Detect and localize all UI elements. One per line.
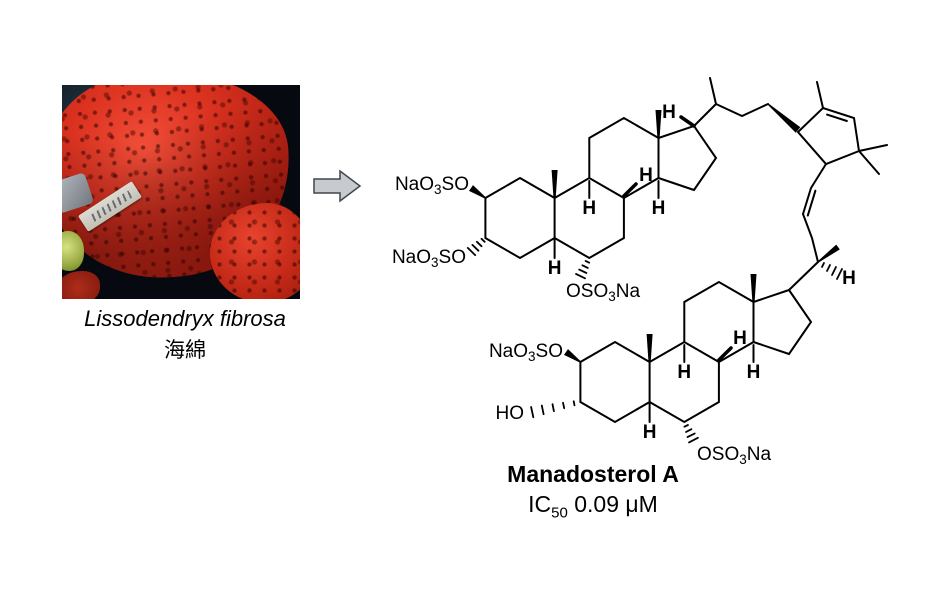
bridge-chain-bonds bbox=[693, 77, 888, 291]
h-label: H bbox=[652, 198, 666, 219]
sponge-pores bbox=[210, 203, 300, 299]
ic50-subscript: 50 bbox=[551, 504, 568, 522]
h-label: H bbox=[548, 258, 562, 279]
sulfate-label-lower-c2: NaO3SO bbox=[489, 341, 563, 364]
hydroxyl-label-lower-c3: HO bbox=[496, 403, 525, 424]
h-stub-bonds bbox=[553, 115, 755, 423]
wedge-bonds bbox=[469, 103, 840, 363]
species-name: Lissodendryx fibrosa bbox=[84, 306, 286, 331]
h-label: H bbox=[733, 328, 747, 349]
h-label: H bbox=[842, 268, 856, 289]
sulfate-label-upper-c6: OSO3Na bbox=[566, 281, 640, 304]
upper-steroid-rings bbox=[484, 116, 718, 260]
sponge-lobe bbox=[210, 203, 300, 299]
sponge-photo bbox=[62, 85, 300, 299]
h-label: H bbox=[639, 165, 653, 186]
algae-blob bbox=[62, 231, 84, 271]
ic50-value: 0.09 μM bbox=[567, 491, 658, 517]
h-label: H bbox=[747, 362, 761, 383]
ic50-activity: IC50 0.09 μM bbox=[443, 491, 743, 522]
arrow-icon bbox=[313, 169, 362, 203]
compound-name: Manadosterol A bbox=[507, 461, 679, 487]
ic50-prefix: IC bbox=[528, 491, 552, 517]
h-label: H bbox=[677, 362, 691, 383]
sulfate-label-lower-c6: OSO3Na bbox=[697, 444, 771, 467]
h-label: H bbox=[662, 102, 676, 123]
hashed-bonds bbox=[466, 237, 843, 444]
sulfate-label-upper-c3: NaO3SO bbox=[392, 247, 466, 270]
sulfate-label-upper-c2: NaO3SO bbox=[395, 174, 469, 197]
lower-steroid-rings bbox=[579, 280, 813, 424]
organism-type-jp: 海綿 bbox=[164, 339, 206, 362]
h-label: H bbox=[582, 198, 596, 219]
h-label: H bbox=[643, 422, 657, 443]
sponge-fragment bbox=[62, 271, 100, 299]
